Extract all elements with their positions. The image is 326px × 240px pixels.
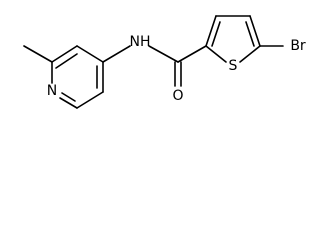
atom-label-pyridine-n: N xyxy=(47,83,57,99)
bond-th-c2-c3 xyxy=(205,15,217,47)
atom-label-amide-nh: NH xyxy=(130,34,151,50)
bond-c4-nh xyxy=(102,45,131,63)
bond-py-c3-c4 xyxy=(76,45,104,63)
bond-th-c2-c3-double xyxy=(211,21,221,47)
bond-py-c6-n xyxy=(59,97,78,109)
atom-label-carbonyl-o: O xyxy=(172,88,183,104)
bond-py-c6-n-double xyxy=(61,92,76,102)
bond-th-c4-c5-double xyxy=(245,21,255,47)
atom-label-thiophene-s: S xyxy=(229,58,238,74)
bond-nh-carbonyl xyxy=(148,45,179,63)
bond-carbonyl-thiophene xyxy=(177,45,207,63)
atom-label-bromine: Br xyxy=(290,38,306,54)
bond-py-c2-c3 xyxy=(51,45,78,63)
bond-py-c2-c3-double xyxy=(55,53,78,69)
bond-th-c4-c5 xyxy=(249,15,261,47)
bond-th-s-c2 xyxy=(205,45,227,63)
bond-py-c5-c6 xyxy=(76,91,104,109)
molecule-structure: N NH S O Br xyxy=(23,15,306,109)
bond-th-c5-s xyxy=(239,45,261,63)
bond-methyl xyxy=(23,45,53,63)
